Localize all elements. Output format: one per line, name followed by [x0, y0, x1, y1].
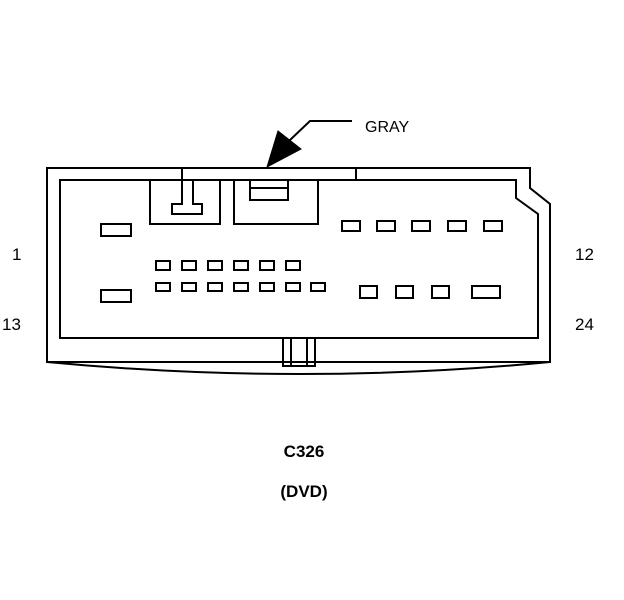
pin-label-1: 1: [12, 245, 22, 264]
pin-cavity: [359, 285, 378, 299]
pin-cavity: [285, 282, 301, 292]
callout-leader: [289, 120, 352, 141]
pin-label-24: 24: [575, 315, 594, 334]
pin-cavity: [471, 285, 501, 299]
pin-cavity: [285, 260, 301, 271]
pin-cavity: [181, 282, 197, 292]
connector-bottom-lip: [46, 361, 551, 375]
pin-cavity: [310, 282, 326, 292]
pin-cavity: [447, 220, 467, 232]
pin-cavity: [233, 260, 249, 271]
connector-description-label: (DVD): [280, 482, 328, 501]
connector-housing-outline: [46, 167, 551, 363]
key-right-inner: [249, 180, 289, 201]
pin-cavity: [155, 260, 171, 271]
key-slot-right: [233, 180, 319, 225]
pin-label-12: 12: [575, 245, 594, 264]
pin-cavity: [431, 285, 450, 299]
pin-cavity: [100, 223, 132, 237]
key-slot-left: [149, 180, 221, 225]
pin-cavity: [483, 220, 503, 232]
pin-cavity: [207, 260, 223, 271]
pin-cavity: [395, 285, 414, 299]
callout-arrowhead: [266, 130, 302, 169]
pin-cavity: [411, 220, 431, 232]
key-left-inner: [171, 168, 203, 215]
connector-id-label: C326: [283, 442, 325, 461]
pin-cavity: [181, 260, 197, 271]
pin-cavity: [259, 260, 275, 271]
connector-face-outline: [59, 179, 539, 339]
pin-cavity: [233, 282, 249, 292]
pin-cavity: [376, 220, 396, 232]
pin-cavity: [155, 282, 171, 292]
color-callout-label: GRAY: [365, 119, 410, 136]
pin-cavity: [259, 282, 275, 292]
pin-cavity: [341, 220, 361, 232]
latch-tab: [282, 338, 316, 367]
pin-cavity: [100, 289, 132, 303]
pin-label-13: 13: [2, 315, 21, 334]
pin-cavity: [207, 282, 223, 292]
